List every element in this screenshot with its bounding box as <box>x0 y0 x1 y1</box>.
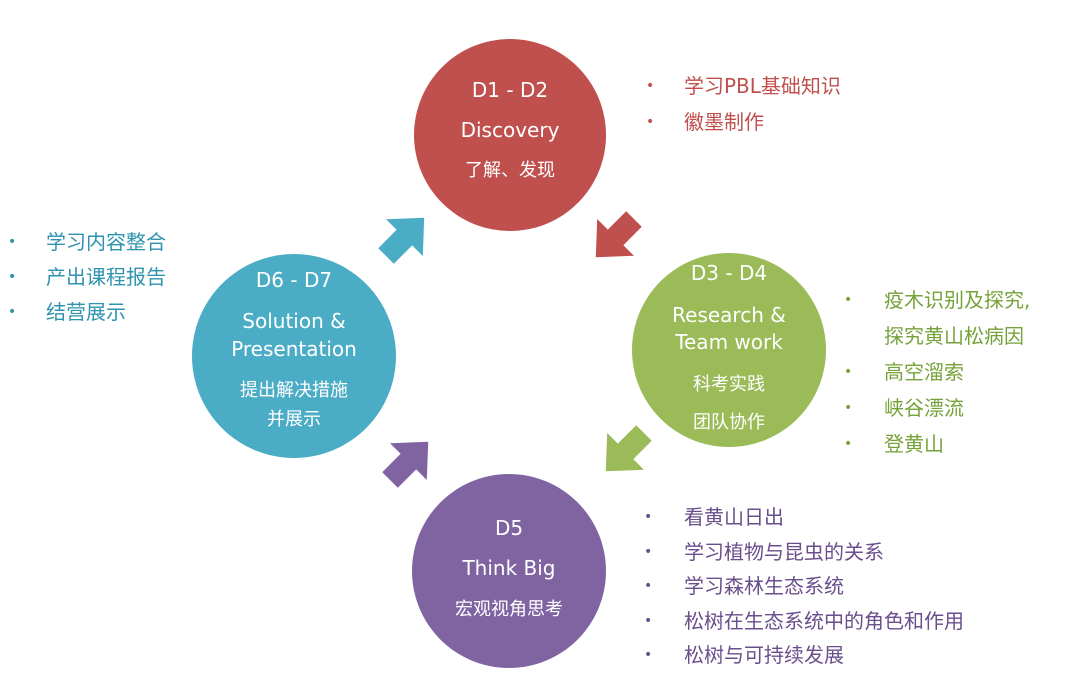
stage-days: D6 - D7 <box>255 268 333 292</box>
stage-title: Team work <box>675 330 783 354</box>
list-item: • 疫木识别及探究, <box>844 282 1030 318</box>
activity-text: 高空溜索 <box>884 360 964 384</box>
stage-days: D5 <box>494 516 524 540</box>
list-item: • 学习森林生态系统 <box>644 569 964 604</box>
bullet-icon: • <box>8 234 17 250</box>
activity-list-d1-d2: • 学习PBL基础知识 • 徽墨制作 <box>646 68 841 140</box>
list-item: • 产出课程报告 <box>8 260 166 295</box>
activity-text: 学习植物与昆虫的关系 <box>684 539 884 564</box>
activity-text: 探究黄山松病因 <box>884 324 1024 348</box>
stage-subtitle: 科考实践 <box>693 374 765 395</box>
bullet-icon: • <box>844 292 853 308</box>
list-item: • 看黄山日出 <box>644 500 964 535</box>
activity-text: 松树与可持续发展 <box>684 643 844 667</box>
list-item: • 松树在生态系统中的角色和作用 <box>644 604 964 639</box>
activity-text: 看黄山日出 <box>684 505 784 529</box>
list-item: • 登黄山 <box>844 426 1030 462</box>
stage-subtitle: 团队协作 <box>693 412 765 433</box>
stage-days: D3 - D4 <box>690 261 768 285</box>
activity-text: 学习PBL基础知识 <box>684 74 841 98</box>
bullet-icon: • <box>644 509 653 525</box>
stage-circle-d5: D5 Think Big 宏观视角思考 <box>412 474 606 668</box>
bullet-icon: • <box>644 543 653 560</box>
bullet-icon: • <box>644 612 653 629</box>
stage-circle-d6-d7: D6 - D7 Solution & Presentation 提出解决措施 并… <box>192 254 396 458</box>
activity-text: 学习森林生态系统 <box>684 574 844 598</box>
stage-title: Solution & <box>242 309 346 333</box>
stage-title: Research & <box>672 303 786 327</box>
list-item: • 学习PBL基础知识 <box>646 68 841 104</box>
activity-text: 疫木识别及探究, <box>884 288 1031 312</box>
list-item: • 松树与可持续发展 <box>644 638 964 673</box>
activity-list-d6-d7: • 学习内容整合 • 产出课程报告 • 结营展示 <box>8 225 166 330</box>
bullet-icon: • <box>844 400 853 416</box>
activity-list-d5: • 看黄山日出 • 学习植物与昆虫的关系 • 学习森林生态系统 • 松树在生态系… <box>644 500 964 673</box>
bullet-icon: • <box>646 78 655 94</box>
bullet-icon: • <box>844 436 853 452</box>
activity-text: 结营展示 <box>46 300 126 324</box>
bullet-icon: • <box>646 114 655 130</box>
stage-title: Think Big <box>462 556 556 580</box>
activity-text: 登黄山 <box>884 432 944 456</box>
arrow-d6-to-d1 <box>378 217 425 264</box>
stage-circle-d1-d2: D1 - D2 Discovery 了解、发现 <box>414 39 606 231</box>
stage-days: D1 - D2 <box>471 78 549 102</box>
arrow-d5-to-d6 <box>382 441 429 488</box>
activity-text: 松树在生态系统中的角色和作用 <box>684 608 964 633</box>
stage-subtitle: 并展示 <box>267 409 321 430</box>
list-item: 探究黄山松病因 <box>844 318 1030 354</box>
bullet-icon: • <box>8 269 17 285</box>
activity-text: 产出课程报告 <box>46 265 166 289</box>
stage-subtitle: 提出解决措施 <box>240 380 348 401</box>
list-item: • 峡谷漂流 <box>844 390 1030 426</box>
activity-text: 峡谷漂流 <box>884 396 964 420</box>
bullet-icon: • <box>644 647 653 663</box>
stage-title: Presentation <box>231 337 357 361</box>
activity-list-d3-d4: • 疫木识别及探究, 探究黄山松病因 • 高空溜索 • 峡谷漂流 • 登黄山 <box>844 282 1030 462</box>
stage-title: Discovery <box>460 118 560 142</box>
list-item: • 徽墨制作 <box>646 104 841 140</box>
activity-text: 徽墨制作 <box>684 110 764 134</box>
list-item: • 学习植物与昆虫的关系 <box>644 535 964 570</box>
stage-subtitle: 宏观视角思考 <box>455 599 563 620</box>
list-item: • 结营展示 <box>8 295 166 330</box>
bullet-icon: • <box>644 578 653 594</box>
arrow-d1-to-d3 <box>595 211 642 258</box>
bullet-icon: • <box>8 304 17 320</box>
activity-text: 学习内容整合 <box>46 230 166 254</box>
arrow-d3-to-d5 <box>605 425 652 472</box>
list-item: • 学习内容整合 <box>8 225 166 260</box>
list-item: • 高空溜索 <box>844 354 1030 390</box>
stage-subtitle: 了解、发现 <box>465 160 555 181</box>
bullet-icon: • <box>844 364 853 380</box>
stage-circle-d3-d4: D3 - D4 Research & Team work 科考实践 团队协作 <box>632 253 826 447</box>
